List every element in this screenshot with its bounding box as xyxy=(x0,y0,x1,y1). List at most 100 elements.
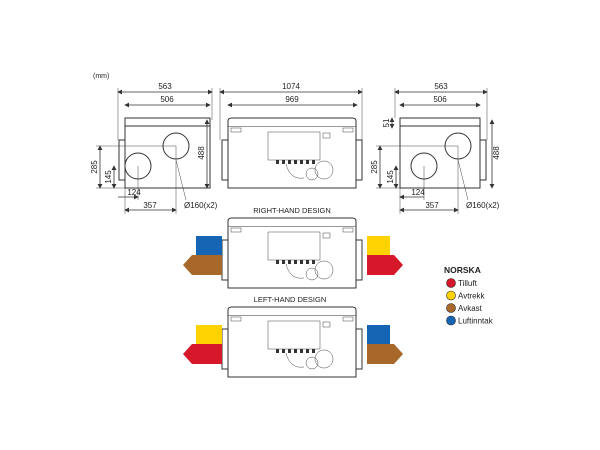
dim-285: 285 xyxy=(370,160,379,174)
flange-right xyxy=(355,139,363,181)
airflow-right-upper-yellow xyxy=(367,236,390,255)
dim-145: 145 xyxy=(386,170,395,184)
cable-coil xyxy=(305,356,319,370)
dim-563: 563 xyxy=(434,82,448,91)
dim-969: 969 xyxy=(285,95,299,104)
cable-coil xyxy=(314,349,334,369)
airflow-left-lower-arrow-brown xyxy=(183,255,222,275)
legend-item-label: Avkast xyxy=(458,304,483,313)
connector xyxy=(288,349,291,353)
legend-item-label: Tilluft xyxy=(458,279,478,288)
dim-1074: 1074 xyxy=(282,82,300,91)
connector xyxy=(288,260,291,264)
dim-357: 357 xyxy=(425,201,439,210)
unit-top-cap xyxy=(227,117,357,126)
dim-diameter: Ø160(x2) xyxy=(184,201,218,210)
side-view-left: 563 506 488 285 145 124 357 Ø160(x2) xyxy=(90,82,218,214)
cable-coil xyxy=(314,160,334,180)
legend-swatch-icon xyxy=(446,303,456,313)
display xyxy=(322,321,331,328)
airflow-right-lower-arrow-brown xyxy=(367,344,403,364)
unit-casing xyxy=(227,225,357,289)
airflow-left-upper-yellow xyxy=(196,325,222,344)
dim-563: 563 xyxy=(158,82,172,91)
connector xyxy=(300,160,303,164)
legend-item-label: Avtrekk xyxy=(458,292,486,301)
dim-506: 506 xyxy=(160,95,174,104)
left-hand-design xyxy=(183,306,403,378)
flange-left xyxy=(221,239,229,281)
unit-top-cap xyxy=(227,306,357,315)
dim-diameter: Ø160(x2) xyxy=(466,201,500,210)
connector xyxy=(306,260,309,264)
connector xyxy=(306,349,309,353)
legend-swatch-icon xyxy=(446,278,456,288)
airflow-left-upper-blue xyxy=(196,236,222,255)
right-hand-design xyxy=(183,217,403,289)
connector xyxy=(282,260,285,264)
connector xyxy=(294,260,297,264)
flange-right xyxy=(355,328,363,370)
connector xyxy=(276,349,279,353)
units-label: (mm) xyxy=(93,73,109,80)
flange-left xyxy=(221,328,229,370)
connector xyxy=(300,260,303,264)
unit-handle xyxy=(342,227,354,233)
display xyxy=(322,232,331,239)
dim-285: 285 xyxy=(90,160,99,174)
unit-casing xyxy=(227,314,357,378)
dim-145: 145 xyxy=(104,170,113,184)
airflow-right-lower-arrow-red xyxy=(367,255,403,275)
airflow-right-upper-blue xyxy=(367,325,390,344)
legend-title: NORSKA xyxy=(444,265,481,275)
connector xyxy=(312,260,315,264)
connector xyxy=(276,160,279,164)
legend-swatch-icon xyxy=(446,290,456,301)
side-panel xyxy=(118,139,126,181)
connector xyxy=(312,160,315,164)
legend-item-label: Luftinntak xyxy=(458,317,494,326)
dim-488: 488 xyxy=(492,146,501,160)
legend-swatch-icon xyxy=(446,315,456,326)
unit-handle xyxy=(230,227,242,233)
dim-488: 488 xyxy=(197,146,206,160)
right-hand-design-title: RIGHT-HAND DESIGN xyxy=(253,206,331,215)
unit-handle xyxy=(230,127,242,133)
connector xyxy=(282,349,285,353)
cable-coil xyxy=(305,267,319,281)
connector xyxy=(288,160,291,164)
flange-right xyxy=(355,239,363,281)
side-top-cap xyxy=(399,117,481,127)
side-panel xyxy=(479,139,487,181)
dim-124: 124 xyxy=(411,188,425,197)
cable-coil xyxy=(314,260,334,280)
connector xyxy=(282,160,285,164)
connector xyxy=(294,349,297,353)
dim-506: 506 xyxy=(433,95,447,104)
connector xyxy=(312,349,315,353)
left-hand-design-title: LEFT-HAND DESIGN xyxy=(254,295,327,304)
cable-coil xyxy=(305,167,319,181)
connector xyxy=(276,260,279,264)
unit-handle xyxy=(230,316,242,322)
side-casing xyxy=(399,125,481,189)
unit-casing xyxy=(227,125,357,189)
cable xyxy=(285,263,305,279)
dim-124: 124 xyxy=(127,188,141,197)
side-top-cap xyxy=(124,117,211,127)
connector xyxy=(306,160,309,164)
cable xyxy=(285,163,305,179)
display xyxy=(322,132,331,139)
airflow-left-lower-arrow-red xyxy=(183,344,222,364)
cable xyxy=(285,352,305,368)
unit-handle xyxy=(342,316,354,322)
dim-51: 51 xyxy=(382,118,391,127)
flange-left xyxy=(221,139,229,181)
unit-handle xyxy=(342,127,354,133)
unit-top-cap xyxy=(227,217,357,226)
side-view-right: 563 506 51 488 285 145 124 357 Ø160(x2) xyxy=(370,82,501,214)
connector xyxy=(294,160,297,164)
front-view: 1074 969 xyxy=(219,82,363,189)
